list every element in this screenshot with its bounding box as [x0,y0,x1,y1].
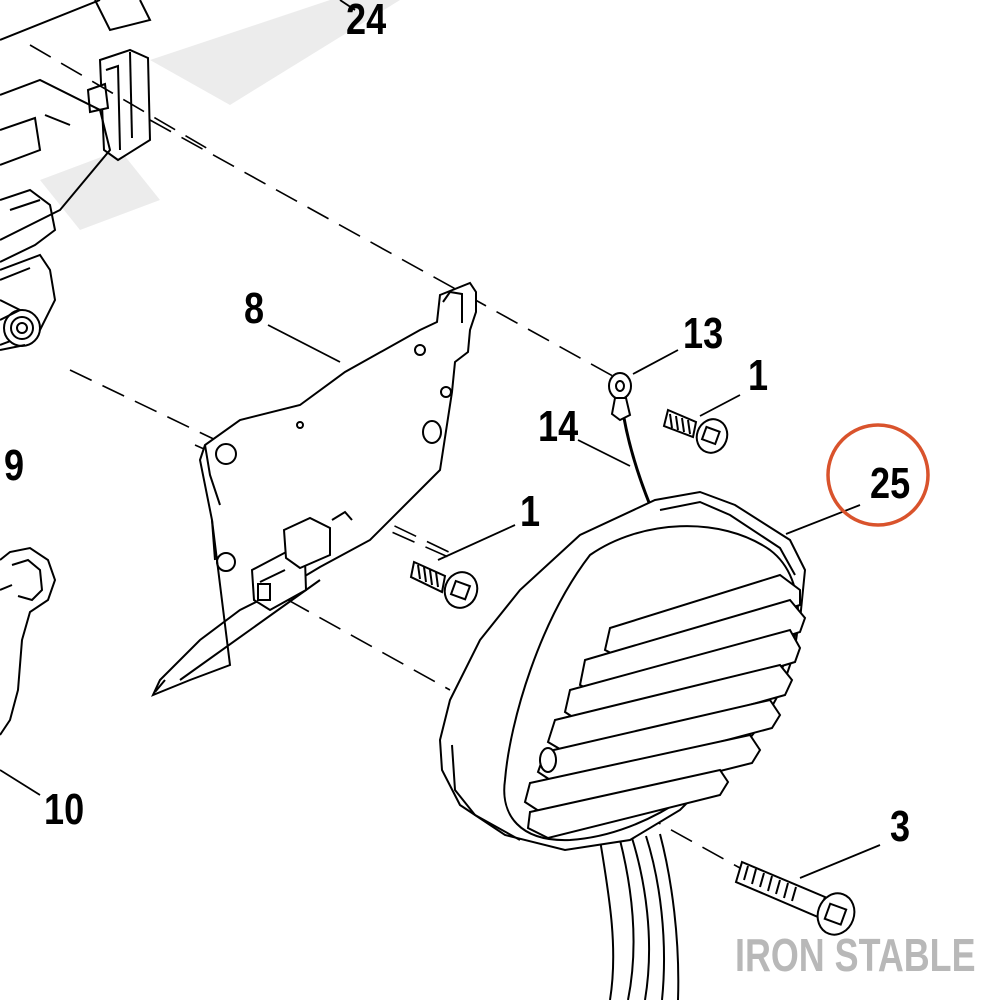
callout-8: 8 [244,284,265,333]
callout-24: 24 [346,0,387,44]
left-lower-component [0,546,57,736]
callout-10: 10 [44,785,85,834]
bolt-1-upper [662,408,729,454]
callout-1-lower: 1 [520,487,541,536]
callout-3: 3 [890,802,911,851]
bolt-3 [734,860,856,936]
callout-14: 14 [538,402,579,451]
callout-25: 25 [870,459,911,508]
callout-13: 13 [683,309,724,358]
voltage-regulator-25 [438,490,807,1000]
brand-watermark: IRON STABLE [735,929,976,981]
callout-9: 9 [4,441,25,490]
faint-background-watermark [40,0,400,230]
ground-wire-14 [608,372,652,506]
bolt-1-lower [409,560,479,609]
leader-lines [0,0,881,879]
callout-1-upper: 1 [748,351,769,400]
mounting-plate-8 [151,281,477,697]
circle-highlight-icon [826,423,930,527]
